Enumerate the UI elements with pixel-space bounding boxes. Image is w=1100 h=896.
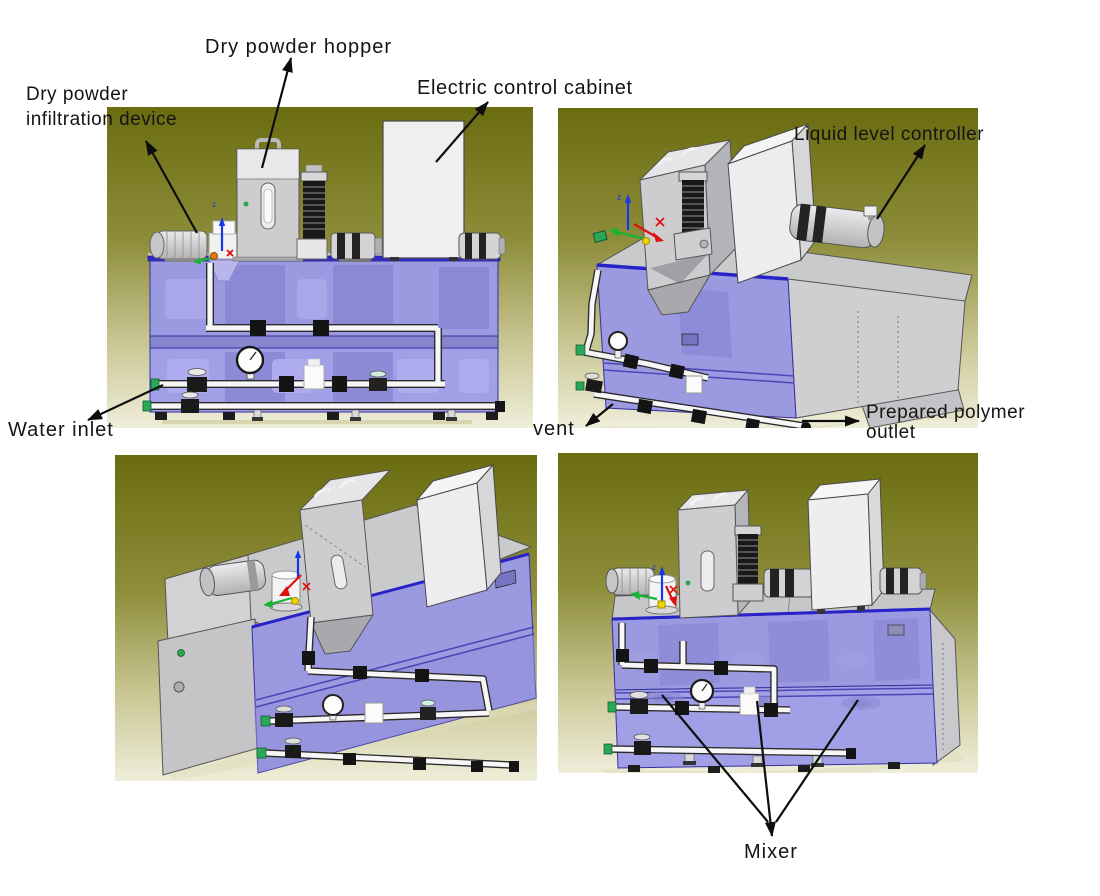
label-electric-control-cabinet: Electric control cabinet [417,77,633,99]
feed-motor [605,567,655,596]
dry-powder-hopper [298,469,392,655]
piping [575,269,811,428]
pressure-gauge [608,331,628,359]
label-mixer: Mixer [744,841,798,863]
coordinate-triad: z [592,192,665,245]
globe-valve [420,699,436,720]
coordinate-triad: z [193,200,234,265]
diaphragm-pump [364,702,384,724]
dry-powder-infiltration-device: z [193,200,241,282]
label-dry-powder-infiltration-device: Dry powder infiltration device [26,84,178,130]
electric-control-cabinet [727,122,817,284]
view-rear-left-isometric [115,455,537,781]
polymer-outlet-port [801,422,811,428]
label-dry-powder-hopper: Dry powder hopper [205,36,393,58]
dry-powder-hopper [638,138,737,316]
electric-control-cabinet [806,477,885,614]
solution-tank [147,253,501,420]
ball-valve [275,705,302,758]
water-inlet-port [150,378,160,391]
svg-text:z: z [617,192,622,202]
label-prepared-polymer-outlet: Prepared polymer outlet [866,402,1026,443]
svg-text:z: z [212,200,216,209]
coordinate-triad: z [630,563,678,609]
vertical-pump [732,525,764,602]
view-right-isometric: z [558,108,978,428]
feed-motor [149,230,208,262]
coordinate-triad [263,550,311,608]
pressure-gauge [235,345,265,380]
svg-text:z: z [652,563,656,572]
vent-valve [575,372,603,394]
piping [256,616,519,772]
vertical-pump [296,164,328,260]
label-vent: vent [533,418,575,440]
diaphragm-pump [303,358,325,390]
drain-stubs [252,409,457,421]
electric-control-cabinet [382,120,465,261]
electric-control-cabinet [415,463,502,608]
view-front-isometric: z [558,453,978,773]
transfer-pump-motor [458,232,506,260]
dry-powder-hopper [232,138,304,262]
sight-window [700,550,715,592]
globe-valve [369,370,387,391]
vertical-pump [673,171,713,261]
label-liquid-level-controller: Liquid level controller [794,124,984,145]
sight-window [330,554,348,590]
view-front-elevation: z [107,107,533,428]
diaphragm-pump [685,375,703,394]
label-water-inlet: Water inlet [8,419,114,441]
ball-valve [629,691,651,755]
pressure-gauge [322,694,344,721]
mixer-motor [789,203,885,249]
ball-valve [181,368,207,413]
solution-tank [611,588,961,773]
feed-motor [199,559,267,597]
transfer-pump-motor [879,567,927,595]
dosing-pump [330,232,383,262]
